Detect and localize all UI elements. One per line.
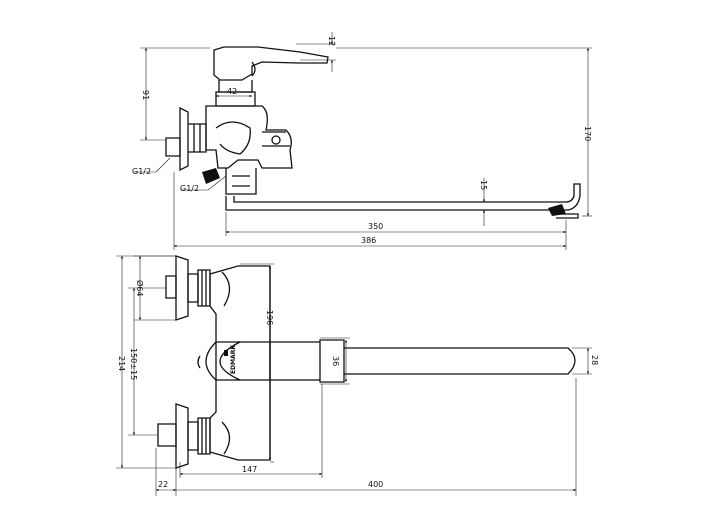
dim-22: 22 (158, 480, 168, 489)
dim-170: 170 (583, 126, 592, 141)
dim-28: 28 (590, 355, 599, 365)
side-view: 12 91 42 170 15 350 386 G1/2 G1 (132, 32, 592, 250)
dim-214: 214 (117, 356, 126, 371)
brand-logo: EDMARK (230, 345, 237, 374)
dim-12: 12 (327, 36, 336, 46)
dim-400: 400 (368, 480, 383, 489)
dim-350: 350 (368, 222, 383, 231)
dim-42: 42 (227, 87, 237, 96)
thread-label-2: G1/2 (180, 184, 199, 193)
dim-147: 147 (242, 465, 257, 474)
dim-15: 15 (479, 180, 488, 190)
top-view: EDMARK Ø64 196 214 150±15 36 2 (116, 255, 599, 496)
dim-150-tolerance: 150±15 (129, 348, 138, 380)
dim-36: 36 (331, 356, 340, 366)
dim-91: 91 (141, 90, 150, 100)
dim-196: 196 (265, 310, 274, 325)
thread-label-1: G1/2 (132, 167, 151, 176)
dim-386: 386 (361, 236, 376, 245)
